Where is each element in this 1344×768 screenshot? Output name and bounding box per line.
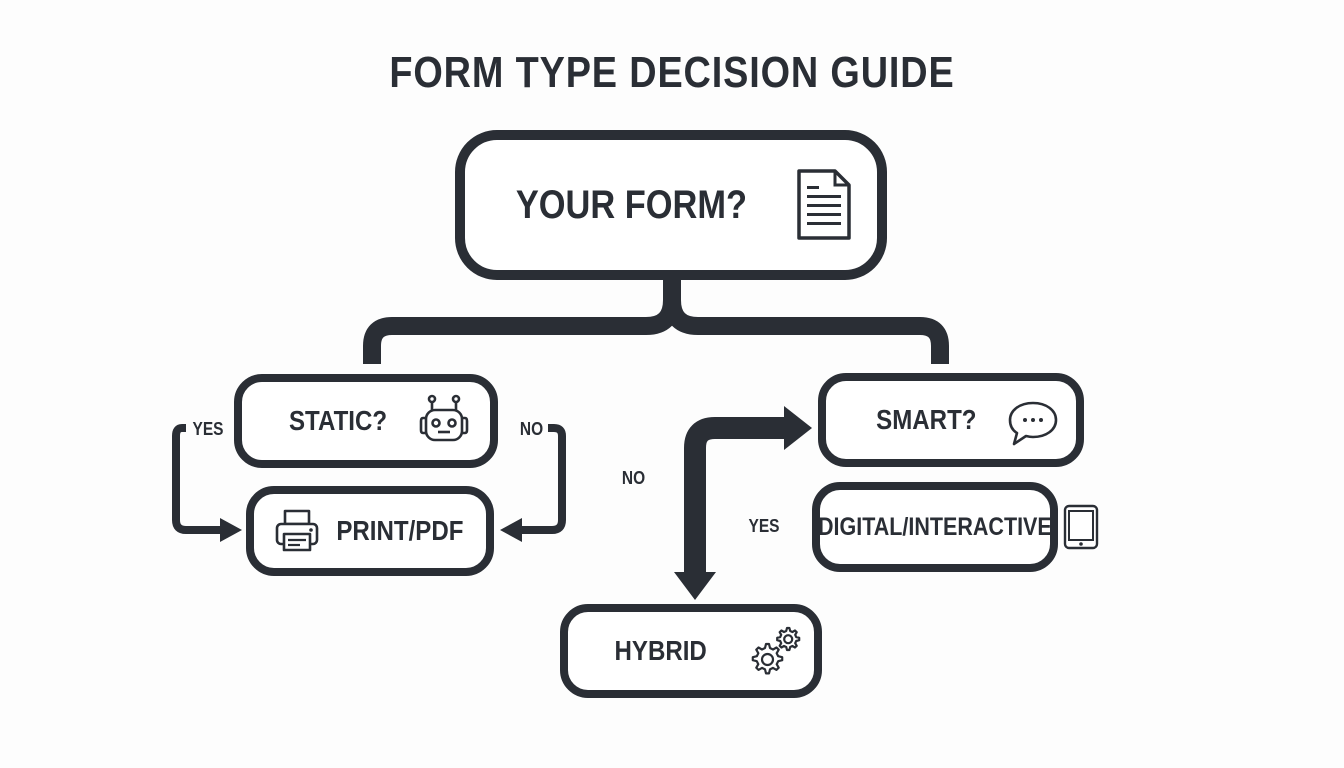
speech-bubble-icon bbox=[1008, 401, 1058, 446]
diagram-title: FORM TYPE DECISION GUIDE bbox=[389, 48, 955, 97]
node-label: SMART? bbox=[875, 404, 977, 435]
node-label: DIGITAL/INTERACTIVE bbox=[818, 512, 1052, 541]
tablet-icon bbox=[1063, 504, 1099, 550]
edge-label-static-no: NO bbox=[519, 419, 544, 439]
node-print-pdf: PRINT/PDF bbox=[246, 486, 494, 576]
node-digital-interactive: DIGITAL/INTERACTIVE bbox=[812, 482, 1058, 572]
edge-label-smart-yes: YES bbox=[748, 516, 780, 536]
node-label: YOUR FORM? bbox=[515, 182, 747, 227]
node-label: STATIC? bbox=[288, 405, 388, 436]
root-branch-connector bbox=[363, 278, 949, 364]
node-smart: SMART? bbox=[818, 373, 1084, 467]
edge-label-static-yes: YES bbox=[192, 419, 224, 439]
node-label: HYBRID bbox=[614, 635, 708, 666]
printer-icon bbox=[275, 509, 319, 552]
static-yes-arrow bbox=[172, 424, 222, 534]
static-no-arrow bbox=[520, 424, 566, 534]
node-your-form: YOUR FORM? bbox=[455, 130, 887, 280]
gears-icon bbox=[751, 626, 801, 675]
node-label: PRINT/PDF bbox=[336, 515, 464, 546]
smart-no-arrow bbox=[684, 417, 788, 578]
document-icon bbox=[797, 169, 851, 240]
edge-label-smart-no: NO bbox=[621, 468, 646, 488]
robot-icon bbox=[419, 394, 469, 442]
node-hybrid: HYBRID bbox=[560, 604, 822, 698]
node-static: STATIC? bbox=[234, 374, 498, 468]
